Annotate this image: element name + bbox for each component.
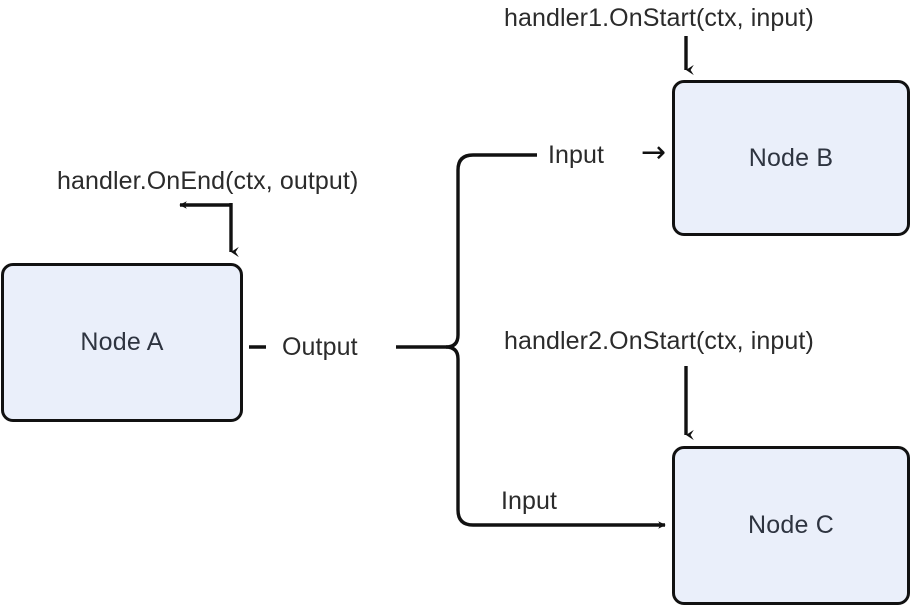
node-a-box[interactable]: Node A: [1, 263, 243, 422]
edge-label-input-b: Input: [548, 141, 605, 169]
node-a-label: Node A: [80, 328, 164, 356]
edge-label-input-c: Input: [501, 487, 558, 515]
node-c-label: Node C: [748, 511, 834, 539]
handler-onend-label: handler.OnEnd(ctx, output): [57, 167, 359, 195]
node-c-box[interactable]: Node C: [672, 446, 910, 605]
handler2-onstart-label: handler2.OnStart(ctx, input): [504, 327, 814, 355]
edge-label-output: Output: [282, 333, 358, 361]
node-b-box[interactable]: Node B: [672, 80, 910, 236]
arrow-right-icon-node-b: →: [641, 135, 667, 170]
node-b-label: Node B: [748, 143, 834, 172]
handler1-onstart-label: handler1.OnStart(ctx, input): [504, 4, 814, 32]
fork-upper-branch: [445, 153, 537, 349]
fork-lower-branch: [445, 345, 666, 529]
